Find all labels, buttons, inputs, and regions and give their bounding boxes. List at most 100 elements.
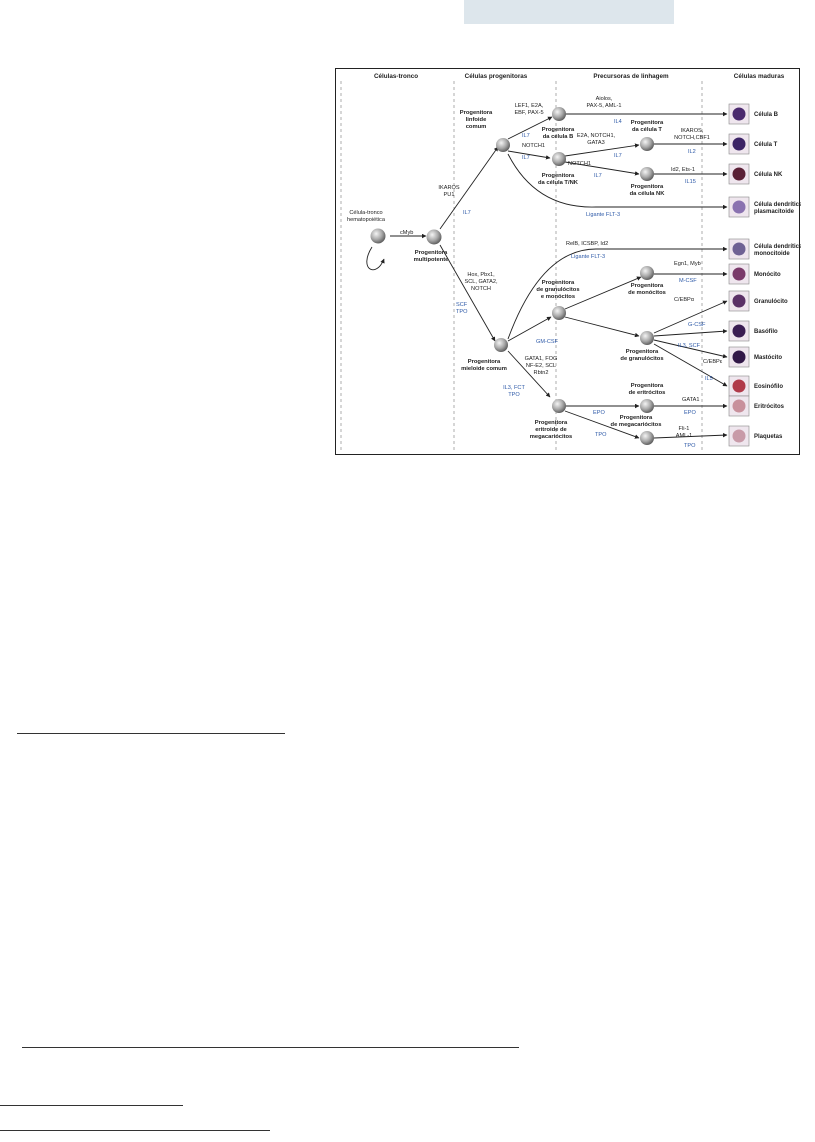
cell-label-line: Eosinófilo	[754, 384, 783, 390]
mature-cell-11: Plaquetas	[729, 426, 783, 446]
clp-label-1: Progenitora	[460, 110, 493, 116]
cell-label-line: Eritrócitos	[754, 404, 785, 410]
factor-gata1-fog-3: Rbtn2	[534, 370, 549, 376]
mature-cell-10: Eritrócitos	[729, 396, 785, 416]
pro-b-label-2: da célula B	[543, 134, 574, 140]
pro-gran-label-2: de granulócitos	[620, 356, 663, 362]
mep-label-3: megacariócitos	[530, 434, 573, 440]
cell-label: Mastócito	[754, 355, 782, 361]
factor-il3-fct: IL3, FCT	[503, 385, 525, 391]
pro-ery-label-2: de eritrócitos	[629, 390, 666, 396]
factor-il5: IL5	[705, 376, 713, 382]
cmp-label-2: mieloide comum	[461, 366, 507, 372]
factor-flt3-mdc: Ligante FLT-3	[571, 254, 605, 260]
cell-nucleus	[733, 268, 746, 281]
lineage-arrows	[367, 114, 727, 438]
mep-node	[552, 399, 566, 413]
cell-label: Célula B	[754, 112, 779, 118]
factor-il7-t: IL7	[614, 153, 622, 159]
underline-rule-2	[22, 1047, 519, 1048]
svg-text:IKAROSPU1: IKAROSPU1	[438, 185, 459, 198]
clp-node	[496, 138, 510, 152]
gmp-label-1: Progenitora	[542, 280, 575, 286]
mature-cell-6: Granulócito	[729, 291, 788, 311]
factor-gm-csf: GM-CSF	[536, 339, 559, 345]
mature-cell-1: Célula T	[729, 134, 778, 154]
factor-lef-1: LEF1, E2A,	[515, 103, 544, 109]
pro-mega-node	[640, 431, 654, 445]
factor-fli1: Fli-1	[679, 426, 690, 432]
cell-label-line: Mastócito	[754, 355, 782, 361]
cell-label: Plaquetas	[754, 434, 783, 440]
pro-ery-label-1: Progenitora	[631, 383, 664, 389]
cell-nucleus	[733, 138, 746, 151]
hematopoiesis-diagram: Células-tronco Células progenitoras Prec…	[335, 68, 800, 455]
pro-tnk-label-2: da célula T/NK	[538, 180, 579, 186]
pro-ery-node	[640, 399, 654, 413]
pro-nk-label-2: da célula NK	[630, 191, 666, 197]
factor-id2-ets: Id2, Ets-1	[671, 167, 695, 173]
cell-nucleus	[733, 351, 746, 364]
factor-cebpa: C/EBPα	[674, 297, 695, 303]
factor-aiolos-1: Aiolos,	[596, 96, 613, 102]
header-lineage-precursors: Precursoras de linhagem	[593, 73, 669, 80]
factor-ikaros-notch-2: NOTCH,CBF1	[674, 135, 710, 141]
svg-text:Hox, Pbx1,SCL, GATA2,NOTCH: Hox, Pbx1,SCL, GATA2,NOTCH	[464, 272, 497, 292]
pro-t-node	[640, 137, 654, 151]
pro-mono-label-1: Progenitora	[631, 283, 664, 289]
cell-nucleus	[733, 108, 746, 121]
pro-tnk-label-1: Progenitora	[542, 173, 575, 179]
pro-mono-label-2: de monócitos	[628, 290, 666, 296]
factor-hox-2: SCL, GATA2,	[464, 279, 497, 285]
factor-cebpe: C/EBPε	[703, 359, 723, 365]
factor-pu1: PU1	[444, 192, 455, 198]
cell-label-line: Basófilo	[754, 329, 778, 335]
mature-cell-0: Célula B	[729, 104, 779, 124]
header-stem-cells: Células-tronco	[374, 73, 418, 80]
pro-gran-label-1: Progenitora	[626, 349, 659, 355]
gmp-label-3: e monócitos	[541, 294, 575, 300]
cell-label-line: Célula B	[754, 112, 779, 118]
cell-label-line: Monócito	[754, 272, 781, 278]
cell-label: Basófilo	[754, 329, 778, 335]
factor-il7-mpp: IL7	[463, 210, 471, 216]
pro-mega-label-2: de megacariócitos	[611, 422, 662, 428]
cell-nucleus	[733, 295, 746, 308]
hsc-label-2: hematopoiética	[347, 217, 386, 223]
cell-nucleus	[733, 380, 746, 393]
factor-notch1-nk: NOTCH1	[568, 161, 591, 167]
factor-gata1: GATA1	[682, 397, 700, 403]
cell-label: Eritrócitos	[754, 404, 785, 410]
clp-label-3: comum	[466, 124, 487, 130]
pro-nk-node	[640, 167, 654, 181]
mature-cell-2: Célula NK	[729, 164, 783, 184]
factor-il2: IL2	[688, 149, 696, 155]
mpp-node	[427, 230, 442, 245]
cell-label-line: Célula NK	[754, 172, 783, 178]
factor-gata1-fog-1: GATA1, FOG	[525, 356, 558, 362]
mature-cell-5: Monócito	[729, 264, 781, 284]
cell-nucleus	[733, 243, 746, 256]
hsc-label-1: Célula-tronco	[349, 210, 382, 216]
cell-label-line: Célula dendrítica	[754, 202, 801, 208]
cell-label-line: Célula dendrítica	[754, 244, 801, 250]
factor-lef-2: EBF, PAX-5	[514, 110, 543, 116]
gmp-label-2: de granulócitos	[536, 287, 579, 293]
factor-il7-tnk: IL7	[522, 155, 530, 161]
factor-ikaros: IKAROS	[438, 185, 459, 191]
header-mature-cells: Células maduras	[734, 73, 785, 80]
cell-label: Eosinófilo	[754, 384, 783, 390]
underline-rule-1	[17, 733, 285, 734]
factor-m-csf: M-CSF	[679, 278, 697, 284]
factor-hox-3: NOTCH	[471, 286, 491, 292]
factor-ikaros-notch-1: IKAROS,	[681, 128, 704, 134]
